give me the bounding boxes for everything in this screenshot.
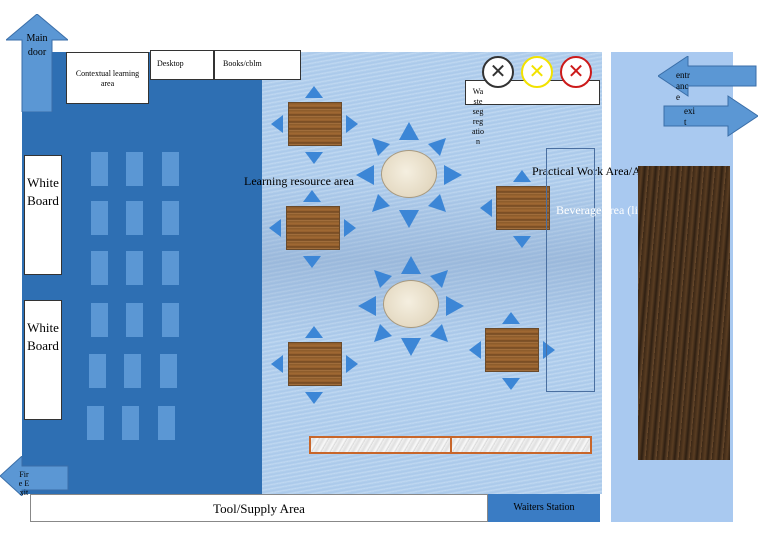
arrow-left-icon: [271, 355, 283, 373]
main-door-label: Main door: [26, 33, 48, 58]
books-label: Books/cblm: [214, 50, 301, 80]
waste-label: Waste segregation: [472, 87, 484, 146]
desk: [124, 354, 141, 388]
round-table: [381, 150, 437, 198]
whiteboard-2: White Board: [24, 300, 62, 420]
arrow-right-icon: [344, 219, 356, 237]
arrow-down-icon: [305, 392, 323, 404]
desk: [91, 303, 108, 337]
waiters-station-label: Waiters Station: [488, 494, 600, 522]
desk: [162, 303, 179, 337]
desk: [126, 152, 143, 186]
whiteboard-1: White Board: [24, 155, 62, 275]
arrow-up-icon: [502, 312, 520, 324]
marble-counter: [309, 436, 452, 454]
entrance-label: entrance: [676, 70, 690, 102]
arrow-down-icon: [305, 152, 323, 164]
desktop-label: Desktop: [150, 50, 214, 80]
desk: [162, 251, 179, 285]
marble-counter: [450, 436, 592, 454]
desk: [158, 406, 175, 440]
round-table-arrows-icon: [356, 122, 462, 228]
main-door-arrow-icon: [6, 14, 68, 112]
desk: [89, 354, 106, 388]
wood-table: [288, 342, 342, 386]
desk: [126, 303, 143, 337]
arrow-up-icon: [303, 190, 321, 202]
arrow-down-icon: [303, 256, 321, 268]
desk: [162, 152, 179, 186]
arrow-right-icon: [346, 355, 358, 373]
desk: [91, 201, 108, 235]
desk: [126, 201, 143, 235]
learning-resource-label: Learning resource area: [244, 174, 354, 188]
arrow-up-icon: [513, 170, 531, 182]
bin-black-icon: ✕: [482, 56, 514, 88]
contextual-label: Contextual learning area: [66, 52, 149, 104]
wood-counter: [638, 166, 730, 460]
desk: [91, 152, 108, 186]
arrow-right-icon: [346, 115, 358, 133]
arrow-down-icon: [502, 378, 520, 390]
desk: [160, 354, 177, 388]
wood-table: [496, 186, 550, 230]
bin-red-icon: ✕: [560, 56, 592, 88]
beverage-outline: [546, 148, 595, 392]
bin-yellow-icon: ✕: [521, 56, 553, 88]
wood-table: [286, 206, 340, 250]
arrow-left-icon: [271, 115, 283, 133]
fire-exit-arrow-icon: [0, 456, 69, 496]
entrance-exit-arrows-icon: [658, 56, 758, 137]
arrow-left-icon: [469, 341, 481, 359]
desk: [122, 406, 139, 440]
arrow-up-icon: [305, 326, 323, 338]
desk: [162, 201, 179, 235]
desk: [87, 406, 104, 440]
exit-label: exit: [684, 106, 695, 127]
desk: [91, 251, 108, 285]
desk: [126, 251, 143, 285]
arrow-left-icon: [269, 219, 281, 237]
door-strip: [603, 52, 611, 494]
arrow-left-icon: [480, 199, 492, 217]
round-table-arrows-icon: [358, 256, 464, 356]
arrow-up-icon: [305, 86, 323, 98]
round-table: [383, 280, 439, 328]
tool-supply-label: Tool/Supply Area: [30, 494, 488, 522]
wood-table: [485, 328, 539, 372]
arrow-down-icon: [513, 236, 531, 248]
fire-exit-label: Fire Exit: [18, 470, 30, 497]
wood-table: [288, 102, 342, 146]
